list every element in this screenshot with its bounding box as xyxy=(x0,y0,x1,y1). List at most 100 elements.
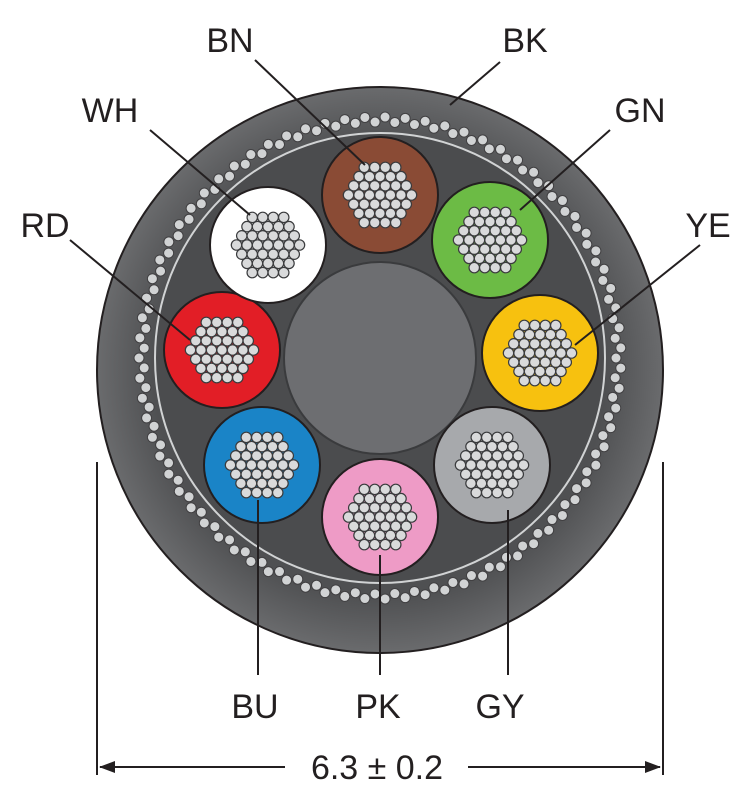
braid-strand xyxy=(163,247,175,259)
braid-strand xyxy=(359,111,371,123)
leader-line xyxy=(519,129,611,211)
leader-line xyxy=(574,244,701,346)
braid-strand xyxy=(172,474,184,486)
braid-strand xyxy=(389,588,401,600)
strand xyxy=(501,486,514,499)
strand xyxy=(491,486,504,499)
strand xyxy=(389,483,402,496)
braid-strand xyxy=(281,130,293,142)
strand xyxy=(405,189,418,201)
braid-strand xyxy=(198,187,210,199)
strand xyxy=(283,220,295,233)
strand xyxy=(499,206,512,219)
braid-strand xyxy=(148,420,160,432)
conductor-bn xyxy=(321,136,439,254)
strand xyxy=(240,486,253,499)
braid-strand xyxy=(379,593,391,605)
braid-strand xyxy=(262,566,274,578)
braid-strand xyxy=(483,143,495,155)
braid-strand xyxy=(163,236,175,248)
braid-strand xyxy=(500,153,512,165)
braid-strand xyxy=(546,514,558,526)
strand xyxy=(267,266,280,279)
strand xyxy=(555,365,567,378)
braid-strand xyxy=(339,590,351,602)
braid-strand xyxy=(183,213,195,225)
braid-strand xyxy=(369,588,381,600)
braid-strand xyxy=(419,589,431,601)
braid-strand xyxy=(458,578,470,590)
strand xyxy=(200,371,213,384)
braid-strand xyxy=(512,154,524,166)
strand xyxy=(560,337,573,350)
strand xyxy=(261,486,274,499)
braid-strand xyxy=(559,205,571,217)
braid-strand xyxy=(256,148,268,160)
braid-strand xyxy=(605,422,617,434)
braid-strand xyxy=(228,160,240,172)
strand xyxy=(231,371,244,384)
braid-strand xyxy=(615,342,627,354)
braid-strand xyxy=(615,362,627,374)
braid-strand xyxy=(517,164,529,176)
jacket-label: BK xyxy=(502,22,548,60)
braid-strand xyxy=(183,491,195,503)
braid-strand xyxy=(439,584,451,596)
shield-braid xyxy=(133,111,627,605)
braid-strand xyxy=(598,263,610,275)
braid-strand xyxy=(274,566,286,578)
dimension-label: 6.3 ± 0.2 xyxy=(311,749,443,787)
braid-strand xyxy=(512,550,524,562)
strand xyxy=(288,248,301,260)
strand xyxy=(555,328,567,341)
strand xyxy=(237,362,249,375)
strand xyxy=(499,261,512,274)
strand xyxy=(468,261,481,274)
braid-strand xyxy=(155,439,167,451)
leader-line xyxy=(254,59,366,166)
braid-strand xyxy=(349,117,361,129)
conductor-label-gn: GN xyxy=(615,92,666,130)
conductor-label-rd: RD xyxy=(20,207,69,245)
braid-strand xyxy=(500,551,512,563)
braid-strand xyxy=(140,322,152,334)
strand xyxy=(247,344,260,356)
braid-strand xyxy=(349,587,361,599)
strand xyxy=(405,511,418,523)
strand xyxy=(283,257,295,270)
strand xyxy=(501,431,514,444)
braid-strand xyxy=(163,457,175,469)
strand xyxy=(510,243,523,255)
braid-strand xyxy=(319,587,331,599)
conductor-label-gy: GY xyxy=(475,688,524,726)
strand xyxy=(512,449,525,462)
strand xyxy=(389,538,402,551)
braid-strand xyxy=(603,411,615,423)
braid-strand xyxy=(580,477,592,489)
braid-strand xyxy=(399,592,411,604)
braid-strand xyxy=(581,238,593,250)
strand xyxy=(237,325,249,338)
braid-strand xyxy=(311,579,323,591)
strand xyxy=(510,225,523,237)
braid-strand xyxy=(141,412,153,424)
strand xyxy=(368,216,381,229)
strand xyxy=(368,538,381,551)
strand xyxy=(242,334,255,347)
braid-strand xyxy=(613,322,625,334)
strand xyxy=(480,486,493,499)
braid-strand xyxy=(136,312,148,324)
strand xyxy=(400,198,413,210)
braid-strand xyxy=(154,254,166,266)
strand xyxy=(515,234,528,246)
strand xyxy=(560,356,573,368)
braid-strand xyxy=(590,459,602,471)
braid-strand xyxy=(195,506,207,518)
braid-strand xyxy=(465,134,477,146)
braid-strand xyxy=(224,534,236,546)
braid-strand xyxy=(311,125,323,137)
braid-strand xyxy=(532,527,544,539)
braid-strand xyxy=(590,256,602,268)
braid-strand xyxy=(330,120,342,132)
braid-strand xyxy=(143,401,155,413)
